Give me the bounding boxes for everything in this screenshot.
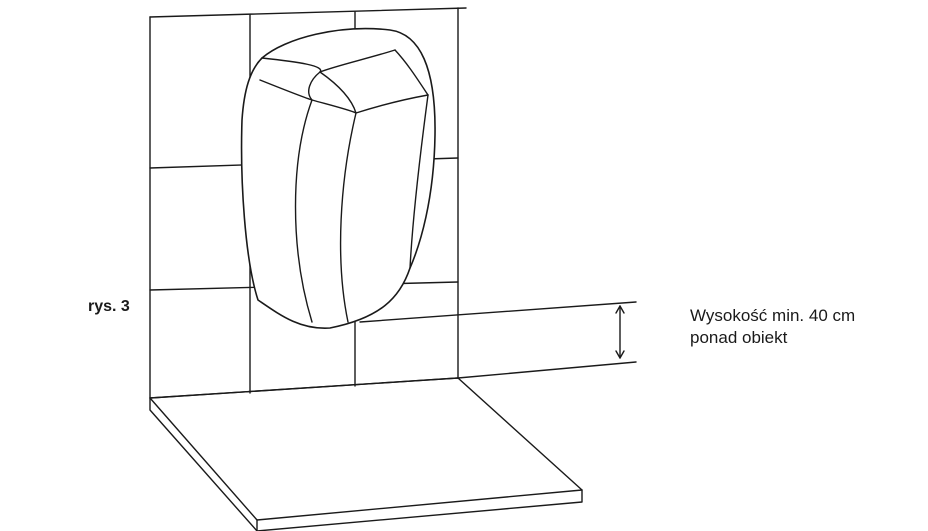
wall-mounted-heater-icon [240,27,436,329]
floor-slab [149,377,583,531]
dimension-note-line-1: Wysokość min. 40 cm [690,306,856,325]
double-arrow-icon [615,305,625,359]
heater-rib [339,112,357,323]
dimension-extension-top [359,301,637,323]
heater-rib [409,94,429,269]
heater-top-crease [394,49,429,96]
heater-rib [294,99,313,323]
dimension-note: Wysokość min. 40 cm ponad obiekt [690,305,855,349]
dimension-extension-bottom [457,361,637,379]
floor-front-edge [149,397,583,531]
heater-top-face [259,79,429,114]
height-dimension [359,301,637,379]
figure-label: rys. 3 [88,298,130,315]
heater-top-crease [308,71,321,101]
floor-top-face [149,377,583,521]
wall-top-edge [149,7,467,18]
heater-top-crease [319,71,357,114]
dimension-note-line-2: ponad obiekt [690,328,788,347]
